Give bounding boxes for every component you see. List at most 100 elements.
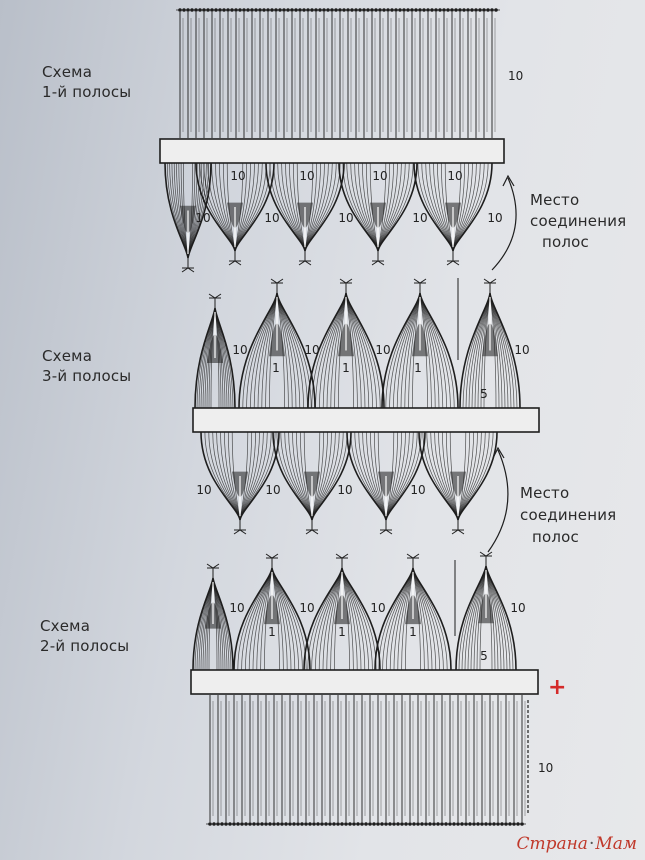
tip-symbol [270,278,284,284]
stitch-dot [480,822,484,826]
tip-symbol [379,529,393,535]
stitch-dot [390,8,394,12]
count-label: 10 [508,69,523,83]
strip-2-fringe [206,695,526,826]
tip-symbol [298,260,312,266]
stitch-dot [314,8,318,12]
stitch-dot [224,822,228,826]
stitch-dot [412,822,416,826]
stitch-dot [252,822,256,826]
count-label: 10 [299,169,314,183]
strip-1-petal-1 [195,162,275,266]
stitch-dot [242,8,246,12]
stitch-dot [262,8,266,12]
join-arrow-top-head [502,174,515,187]
strip-3-upper-petal-1 [238,278,316,409]
stitch-dot [282,8,286,12]
stitch-dot [216,822,220,826]
tip-symbol [181,267,195,273]
stitch-dot [394,8,398,12]
stitch-dot [462,8,466,12]
stitch-dot [456,822,460,826]
stitch-dot [320,822,324,826]
stitch-dot [450,8,454,12]
strip-1-petal-left [164,162,212,273]
stitch-dot [426,8,430,12]
stitch-dot [410,8,414,12]
stitch-dot [286,8,290,12]
count-label: 10 [510,601,525,615]
count-label: 5 [480,649,488,663]
strip-1-fringe [176,8,500,138]
red-plus-marker: + [548,675,566,700]
count-label: 5 [480,387,488,401]
strip-2-petal-1 [233,553,311,671]
stitch-dot [186,8,190,12]
join-place-label-top: Место соединения полос [530,190,626,253]
stitch-dot [520,822,524,826]
count-label: 1 [272,361,280,375]
stitch-dot [212,822,216,826]
stitch-dot [302,8,306,12]
tip-symbol [233,529,247,535]
count-label: 10 [304,343,319,357]
watermark: Страна·Мам [516,834,637,854]
stitch-dot [308,822,312,826]
strip-2-petal-2 [303,553,381,671]
join-arrow-top [491,177,517,271]
stitch-dot [484,822,488,826]
count-label: 10 [412,211,427,225]
count-label: 1 [268,625,276,639]
count-label: 10 [195,211,210,225]
stitch-dot [342,8,346,12]
stitch-dot [398,8,402,12]
tip-symbol [451,529,465,535]
stitch-dot [404,822,408,826]
watermark-part-2: Мам [595,834,637,854]
stitch-dot [240,822,244,826]
count-label: 10 [447,169,462,183]
stitch-dot [382,8,386,12]
stitch-dot [270,8,274,12]
stitch-dot [454,8,458,12]
stitch-dot [362,8,366,12]
join-top-line-1: Место [530,191,580,209]
tip-symbol [339,278,353,284]
stitch-dot [268,822,272,826]
stitch-dot [364,822,368,826]
stitch-dot [388,822,392,826]
stitch-dot [350,8,354,12]
stitch-dot [438,8,442,12]
strip-2-petal-right [455,551,517,671]
count-label: 1 [409,625,417,639]
stitch-dot [492,822,496,826]
stitch-dot [516,822,520,826]
count-label: 10 [337,483,352,497]
stitch-dot [488,822,492,826]
stitch-dot [324,822,328,826]
join-bottom-line-1: Место [520,484,570,502]
tip-symbol [335,553,349,559]
stitch-dot [452,822,456,826]
stitch-dot [440,822,444,826]
count-label: 10 [299,601,314,615]
strip-3-lower-petal-1 [200,431,280,535]
stitch-dot [182,8,186,12]
stitch-dot [358,8,362,12]
count-label: 10 [338,211,353,225]
strip-1-petal-3 [338,162,418,266]
stitch-dot [380,822,384,826]
stitch-dot [464,822,468,826]
join-bottom-line-2: соединения [520,506,617,524]
count-label: 10 [264,211,279,225]
strip-3-upper-petal-right [459,278,521,409]
stitch-dot [360,822,364,826]
stitch-dot [336,822,340,826]
strip-3-lower-petal-2 [272,431,352,535]
count-label: 1 [414,361,422,375]
stitch-dot [458,8,462,12]
count-label: 10 [487,211,502,225]
stitch-dot [316,822,320,826]
stitch-dot [280,822,284,826]
